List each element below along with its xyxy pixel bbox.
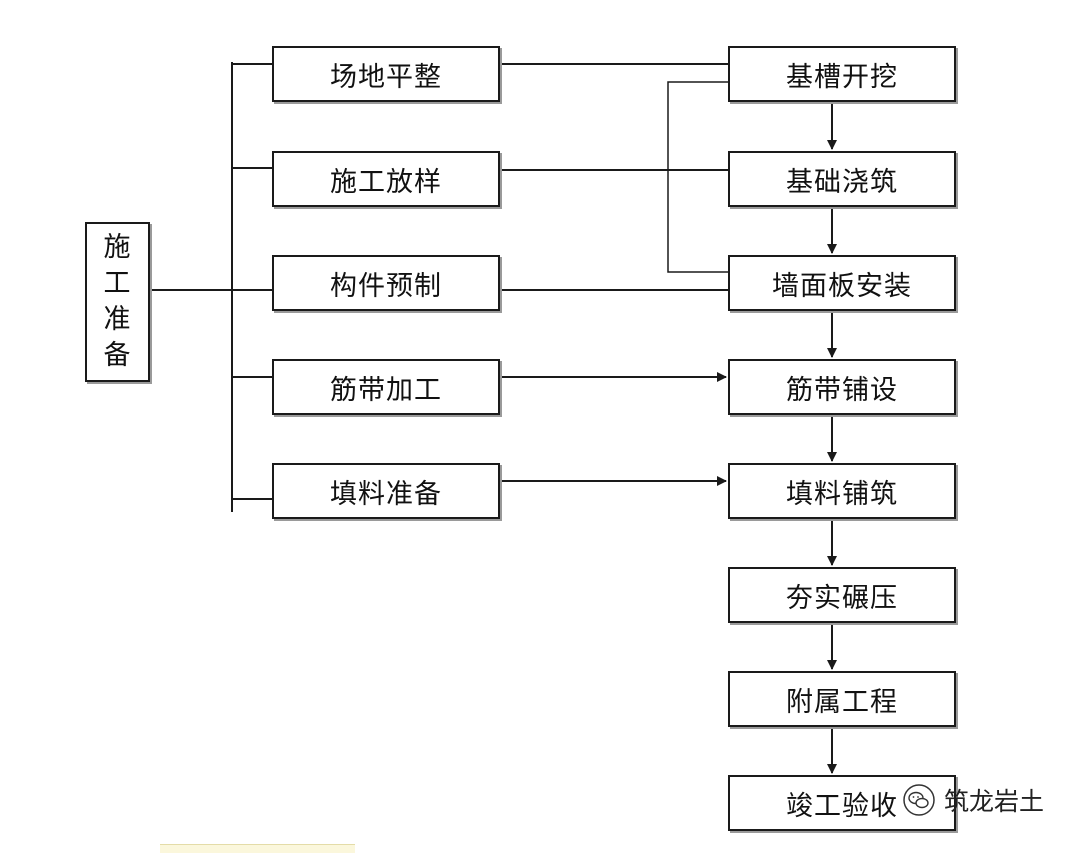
main-box-foundation-pouring: 基础浇筑 xyxy=(728,151,956,207)
prep-box-site-leveling: 场地平整 xyxy=(272,46,500,102)
prep-box-strip-processing: 筋带加工 xyxy=(272,359,500,415)
root-char: 施 xyxy=(103,232,132,263)
bracket-line xyxy=(667,81,728,273)
watermark: 筑龙岩土 xyxy=(902,778,1044,822)
wechat-icon xyxy=(903,784,935,816)
main-box-panel-installation: 墙面板安装 xyxy=(728,255,956,311)
main-box-fill-placing: 填料铺筑 xyxy=(728,463,956,519)
prep-box-layout: 施工放样 xyxy=(272,151,500,207)
prep-box-fill-prep: 填料准备 xyxy=(272,463,500,519)
root-char: 准 xyxy=(103,304,132,335)
watermark-text: 筑龙岩土 xyxy=(944,787,1045,816)
main-box-compaction: 夯实碾压 xyxy=(728,567,956,623)
root-char: 工 xyxy=(103,268,132,299)
main-box-trench-excavation: 基槽开挖 xyxy=(728,46,956,102)
main-box-strip-laying: 筋带铺设 xyxy=(728,359,956,415)
main-box-completion-acceptance: 竣工验收 xyxy=(728,775,956,831)
root-char: 备 xyxy=(103,340,132,371)
bottom-strip xyxy=(160,844,355,853)
main-box-ancillary-works: 附属工程 xyxy=(728,671,956,727)
prep-box-prefab: 构件预制 xyxy=(272,255,500,311)
root-box-construction-prep: 施 工 准 备 xyxy=(85,222,150,382)
